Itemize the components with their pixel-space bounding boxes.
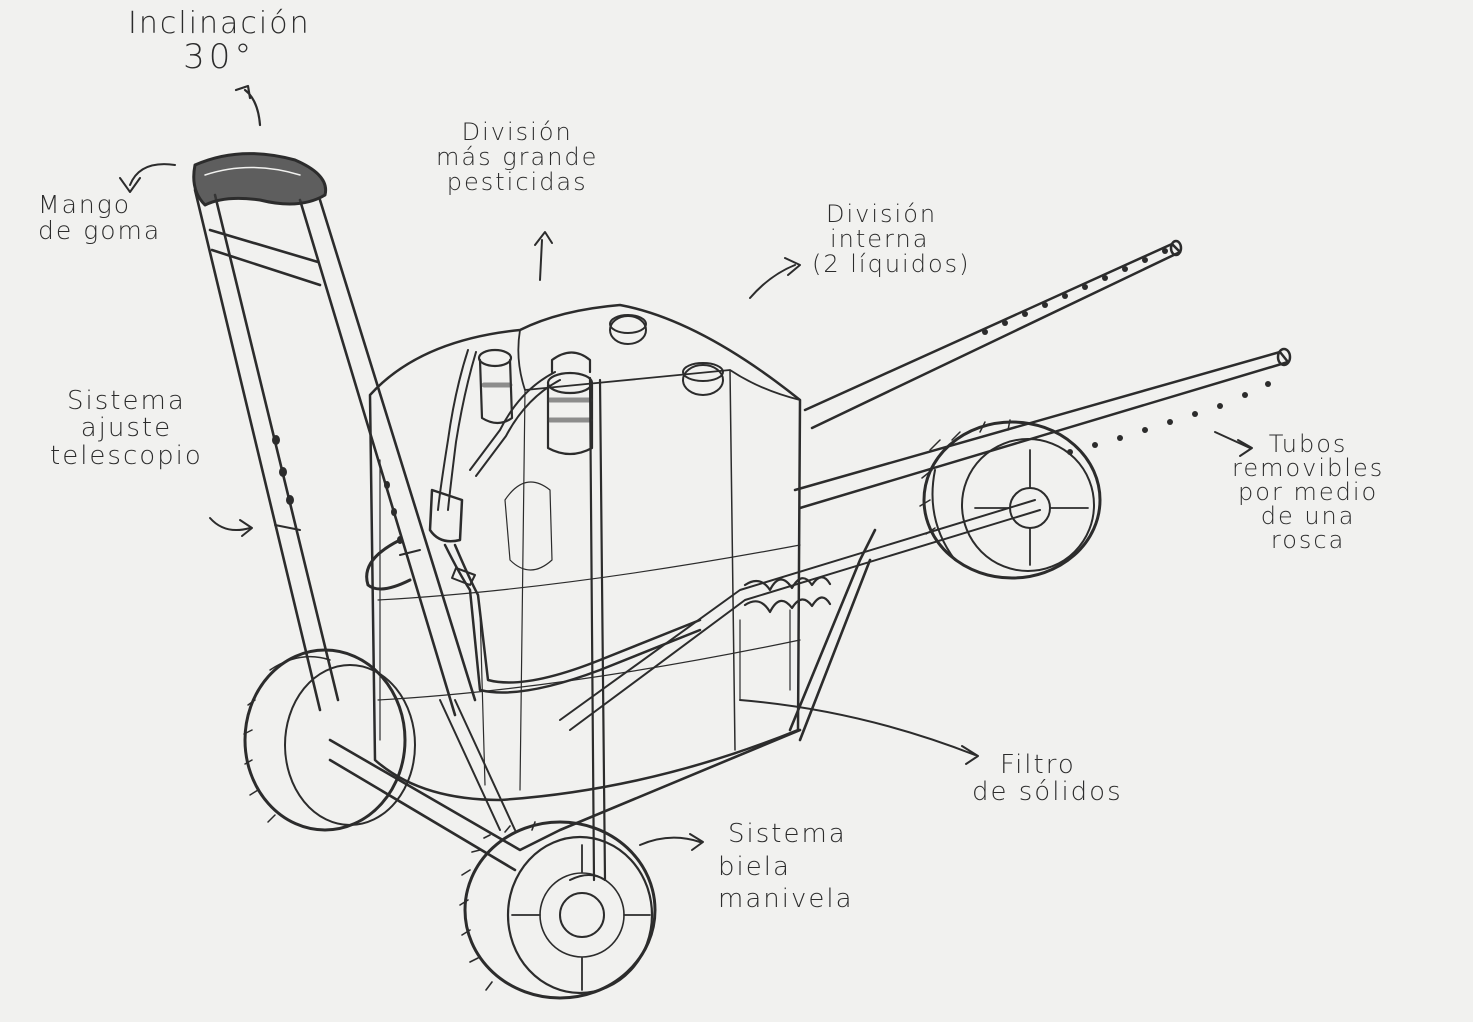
label-biela: Sistema biela manivela [718, 818, 854, 916]
label-filtro: Filtro de sólidos [972, 750, 1123, 808]
label-tubos: Tubos removibles por medio de una rosca [1232, 432, 1384, 552]
label-biela-line2: biela [718, 851, 791, 882]
label-mango: Mango de goma [38, 190, 162, 246]
label-division-grande-line1: División [461, 118, 573, 146]
label-inclinacion-line1: Inclinación [128, 6, 311, 41]
label-tubos-line4: de una [1260, 502, 1356, 530]
label-division-grande: División más grande pesticidas [436, 118, 599, 197]
label-division-interna-line1: División [826, 200, 938, 228]
label-biela-line3: manivela [718, 884, 854, 914]
front-wheel [459, 820, 657, 1000]
rubber-grip [192, 152, 328, 207]
label-tubos-line2: removibles [1232, 454, 1385, 482]
handle-frame [193, 188, 877, 872]
rear-right-wheel [919, 419, 1102, 580]
label-filtro-line1: Filtro [1000, 750, 1076, 780]
label-division-interna: División interna (2 líquidos) [812, 200, 971, 279]
label-biela-line1: Sistema [728, 819, 847, 849]
label-inclinacion-line2: 30° [183, 36, 256, 77]
label-inclinacion: Inclinación 30° [128, 8, 311, 75]
label-ajuste-line1: Sistema [67, 386, 186, 416]
label-division-interna-line2: interna [830, 225, 930, 254]
label-tubos-line1: Tubos [1268, 430, 1348, 458]
annotation-arrows [119, 84, 1253, 851]
label-mango-line1: Mango [38, 190, 132, 219]
label-filtro-line2: de sólidos [972, 777, 1123, 808]
left-wheel [243, 648, 416, 832]
label-ajuste: Sistema ajuste telescopio [50, 386, 203, 471]
crank-rod [559, 376, 1041, 882]
label-division-interna-line3: (2 líquidos) [812, 250, 971, 279]
label-division-grande-line2: más grande [436, 143, 599, 172]
label-mango-line2: de goma [38, 216, 162, 246]
label-ajuste-line2: ajuste [80, 413, 173, 444]
label-tubos-line5: rosca [1270, 526, 1346, 554]
label-division-grande-line3: pesticidas [446, 168, 588, 197]
label-tubos-line3: por medio [1238, 478, 1379, 506]
hoses [365, 349, 702, 694]
tank [368, 303, 802, 802]
removable-tubes [793, 239, 1292, 510]
label-ajuste-line3: telescopio [50, 440, 203, 471]
